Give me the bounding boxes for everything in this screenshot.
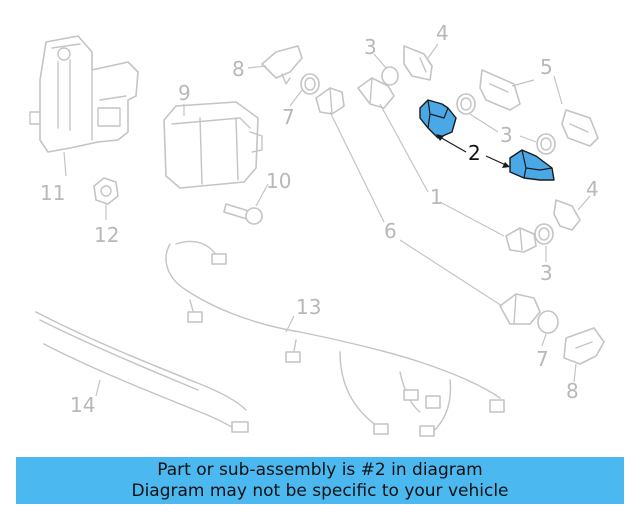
part-13-wiring-harness	[165, 240, 505, 437]
callout-3-top: 3	[364, 35, 377, 59]
part-3-ring-top	[381, 66, 399, 86]
info-banner: Part or sub-assembly is #2 in diagram Di…	[16, 457, 624, 504]
part-9-module	[163, 101, 263, 189]
part-2-sensor-b	[509, 149, 555, 181]
callout-11: 11	[40, 181, 65, 205]
part-3-ring-mid-a	[456, 93, 476, 115]
callout-8-low: 8	[566, 379, 579, 403]
part-7-ring-top	[300, 73, 320, 95]
part-1-sensor-top	[357, 77, 395, 109]
callout-7-top: 7	[282, 105, 295, 129]
part-12-nut	[93, 177, 119, 205]
part-14-trim-strip	[35, 311, 249, 433]
part-4-clip-mid	[553, 199, 581, 231]
part-11-bracket	[29, 35, 139, 153]
part-6-sensor-low	[499, 293, 541, 325]
callout-2: 2	[468, 141, 481, 165]
part-7-ring-low	[537, 310, 559, 334]
part-8-clip-low	[563, 327, 605, 365]
callout-6: 6	[384, 219, 397, 243]
part-5-clip-a	[479, 69, 521, 111]
banner-line-1: Part or sub-assembly is #2 in diagram	[157, 459, 483, 480]
callout-3-mid: 3	[500, 123, 513, 147]
callout-12: 12	[94, 223, 119, 247]
part-10-bolt	[223, 203, 263, 225]
callout-1: 1	[430, 185, 443, 209]
callout-10: 10	[266, 169, 291, 193]
part-5-clip-b	[561, 109, 599, 147]
part-3-ring-mid-b	[536, 133, 556, 155]
callout-8-top: 8	[232, 57, 245, 81]
callout-14: 14	[70, 393, 95, 417]
callout-5: 5	[540, 55, 553, 79]
banner-line-2: Diagram may not be specific to your vehi…	[131, 480, 509, 501]
callout-4-top: 4	[436, 21, 449, 45]
part-4-clip-top	[403, 45, 433, 81]
part-6-sensor-top	[315, 87, 345, 115]
part-8-clip-top	[261, 45, 303, 85]
part-1-sensor-low	[505, 227, 537, 253]
part-2-sensor-a	[419, 99, 457, 139]
callout-7-low: 7	[536, 347, 549, 371]
callout-13: 13	[296, 295, 321, 319]
leader-lines	[63, 43, 591, 397]
callout-4-mid: 4	[586, 177, 599, 201]
part-3-ring-low	[534, 223, 554, 245]
callout-3-low: 3	[540, 261, 553, 285]
callout-9: 9	[178, 81, 191, 105]
